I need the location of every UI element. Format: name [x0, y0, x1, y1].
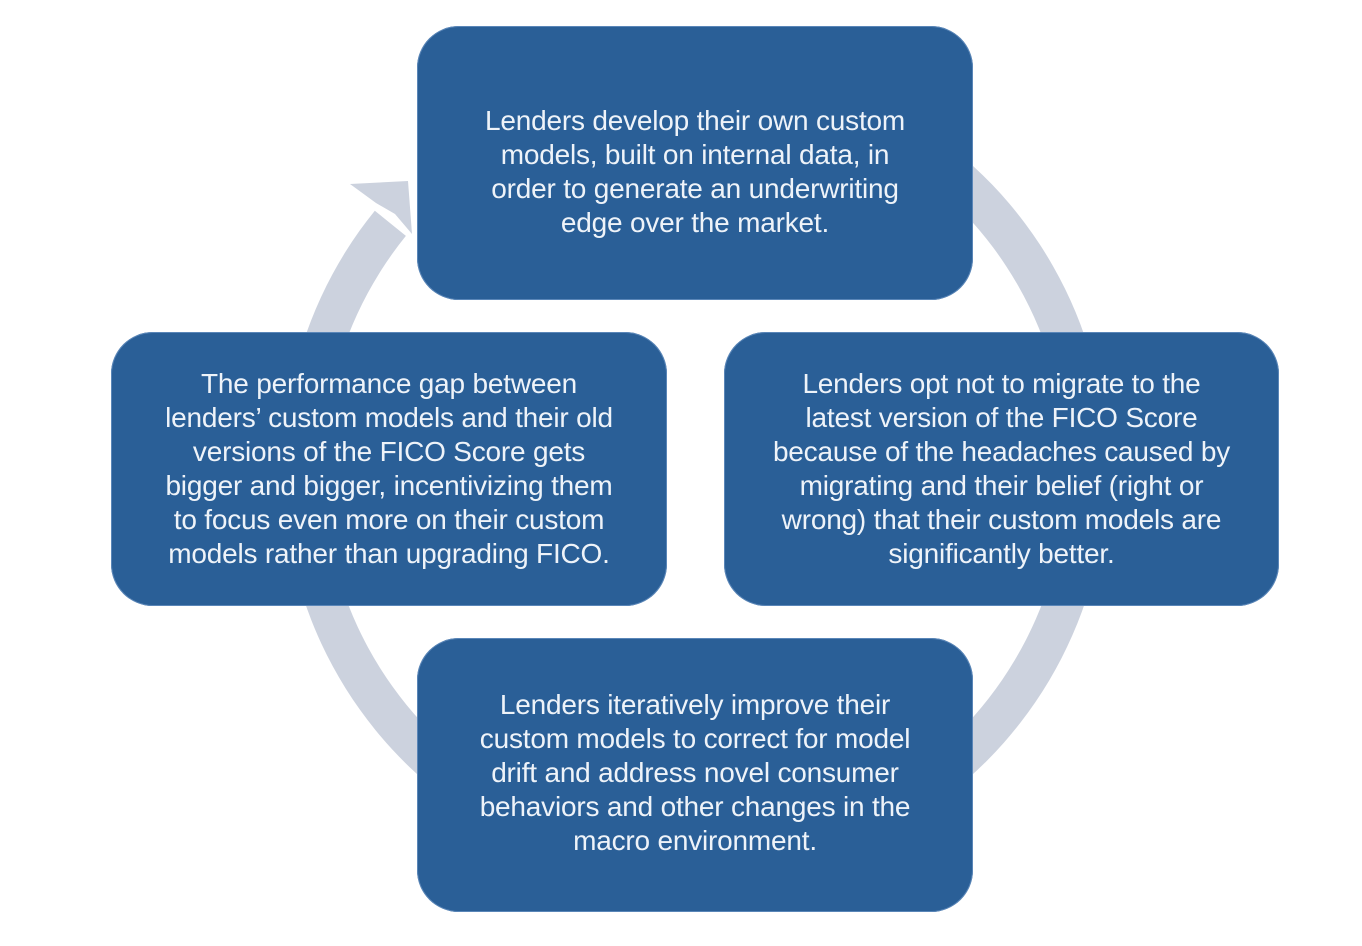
step-text-left: The performance gap between lenders’ cus… — [165, 367, 613, 571]
step-line: The performance gap between — [201, 368, 577, 399]
cycle-arrowhead-icon — [350, 181, 412, 234]
step-box-top: Lenders develop their own custom models,… — [417, 26, 973, 300]
step-line: Lenders iteratively improve their — [499, 689, 891, 720]
step-line: order to generate an underwriting — [491, 173, 899, 204]
step-line: Lenders opt not to migrate to the — [802, 368, 1201, 399]
step-line: models, built on internal data, in — [500, 139, 890, 170]
step-line: Lenders develop their own custom — [484, 105, 906, 136]
step-line: to focus even more on their custom — [173, 504, 605, 535]
step-line: drift and address novel consumer — [491, 757, 899, 788]
step-line: versions of the FICO Score gets — [192, 436, 586, 467]
step-box-right: Lenders opt not to migrate to the latest… — [724, 332, 1279, 606]
step-line: bigger and bigger, incentivizing them — [165, 470, 613, 501]
step-line: behaviors and other changes in the — [479, 791, 911, 822]
step-line: macro environment. — [573, 825, 817, 856]
step-line: significantly better. — [888, 538, 1115, 569]
step-box-left: The performance gap between lenders’ cus… — [111, 332, 667, 606]
step-text-top: Lenders develop their own custom models,… — [485, 104, 905, 240]
step-line: custom models to correct for model — [479, 723, 911, 754]
step-box-bottom: Lenders iteratively improve their custom… — [417, 638, 973, 912]
step-line: because of the headaches caused by — [772, 436, 1231, 467]
step-text-bottom: Lenders iteratively improve their custom… — [480, 688, 911, 858]
step-text-right: Lenders opt not to migrate to the latest… — [773, 367, 1230, 571]
step-line: lenders’ custom models and their old — [165, 402, 613, 433]
step-line: wrong) that their custom models are — [781, 504, 1222, 535]
step-line: latest version of the FICO Score — [805, 402, 1198, 433]
step-line: edge over the market. — [560, 207, 830, 238]
step-line: models rather than upgrading FICO. — [168, 538, 610, 569]
step-line: migrating and their belief (right or — [799, 470, 1204, 501]
